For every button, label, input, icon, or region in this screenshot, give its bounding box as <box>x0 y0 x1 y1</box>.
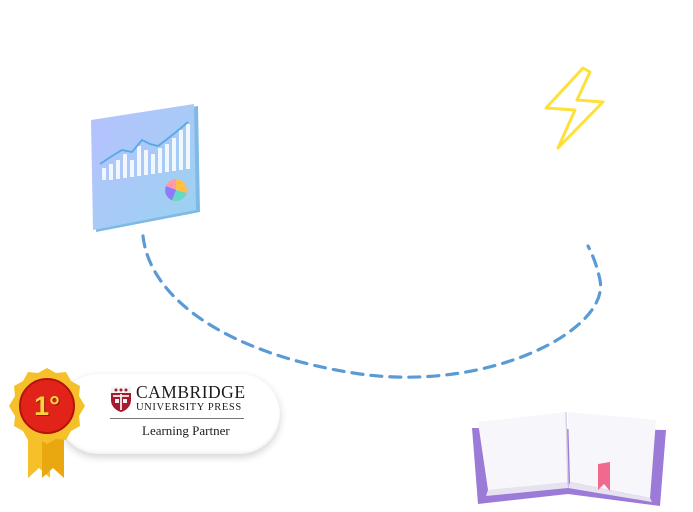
partner-label: Learning Partner <box>142 423 230 438</box>
cambridge-partner-badge: CAMBRIDGE UNIVERSITY PRESS Learning Part… <box>6 366 280 484</box>
lightning-icon <box>544 66 605 150</box>
dashboard-chart-icon <box>91 104 200 232</box>
brand-name: CAMBRIDGE <box>136 382 246 402</box>
medal-rank: 1° <box>34 391 60 421</box>
badge-pill <box>58 374 280 454</box>
medal-icon <box>9 368 85 478</box>
dashed-journey-path <box>141 234 603 379</box>
cambridge-shield-icon <box>111 387 131 412</box>
brand-subtitle: UNIVERSITY PRESS <box>136 402 242 413</box>
brand-divider <box>110 418 244 419</box>
open-book-icon <box>472 411 666 506</box>
